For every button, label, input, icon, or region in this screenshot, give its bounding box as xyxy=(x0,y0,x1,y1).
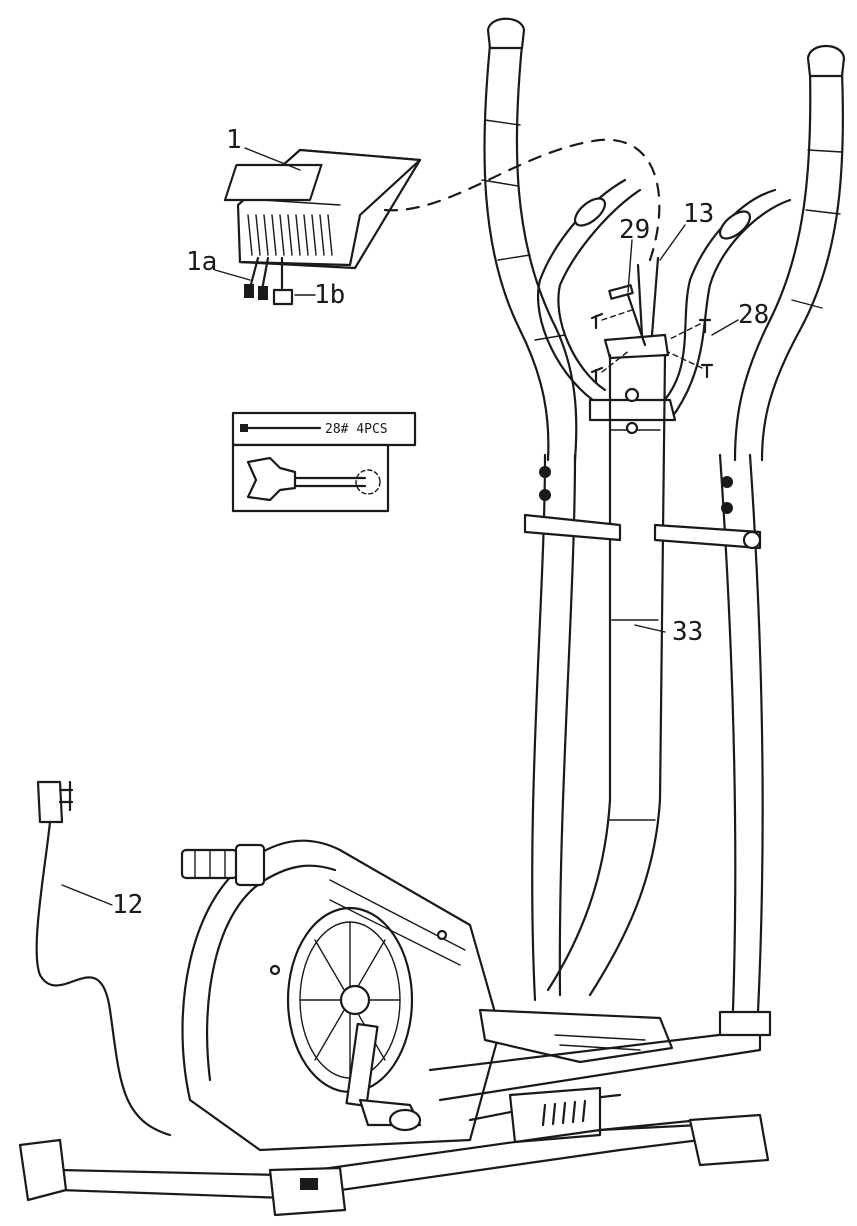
flywheel-housing xyxy=(181,839,502,1152)
base-frame xyxy=(18,1010,772,1217)
left-pulse-sensor xyxy=(573,197,607,227)
callout-33: 33 xyxy=(672,617,703,647)
fixed-handlebar xyxy=(537,178,792,422)
left-upper-handlebar xyxy=(481,17,578,462)
foot-pedal xyxy=(478,1008,674,1064)
wrench xyxy=(246,456,297,502)
console-speaker-grille xyxy=(247,214,333,256)
front-left-foot xyxy=(18,1138,68,1202)
front-right-foot xyxy=(268,1166,347,1217)
callout-1: 1 xyxy=(226,125,242,155)
callout-29: 29 xyxy=(619,215,650,245)
callout-1a: 1a xyxy=(186,247,217,277)
callout-leaders xyxy=(61,147,739,906)
callout-28: 28 xyxy=(738,300,769,330)
main-mast xyxy=(546,353,667,997)
callout-12: 12 xyxy=(112,890,143,920)
rear-right-foot xyxy=(688,1113,770,1167)
left-swing-arm xyxy=(523,453,622,1002)
right-swing-arm xyxy=(653,453,764,1014)
console-cable-dashed xyxy=(383,138,661,262)
console-unit xyxy=(223,148,422,306)
crank-assembly xyxy=(345,1022,422,1132)
rear-stabilizer-knob xyxy=(180,843,266,887)
mast-top-hardware xyxy=(590,256,714,384)
right-pulse-sensor xyxy=(718,210,752,240)
power-cord xyxy=(35,820,172,1137)
callout-13: 13 xyxy=(683,199,714,229)
right-upper-handlebar xyxy=(733,45,846,462)
callout-1b: 1b xyxy=(314,280,345,310)
power-adapter xyxy=(35,780,172,1137)
inset-bolt-text: 28# 4PCS xyxy=(325,422,388,437)
hardware-inset: 28# 4PCS xyxy=(231,411,417,513)
